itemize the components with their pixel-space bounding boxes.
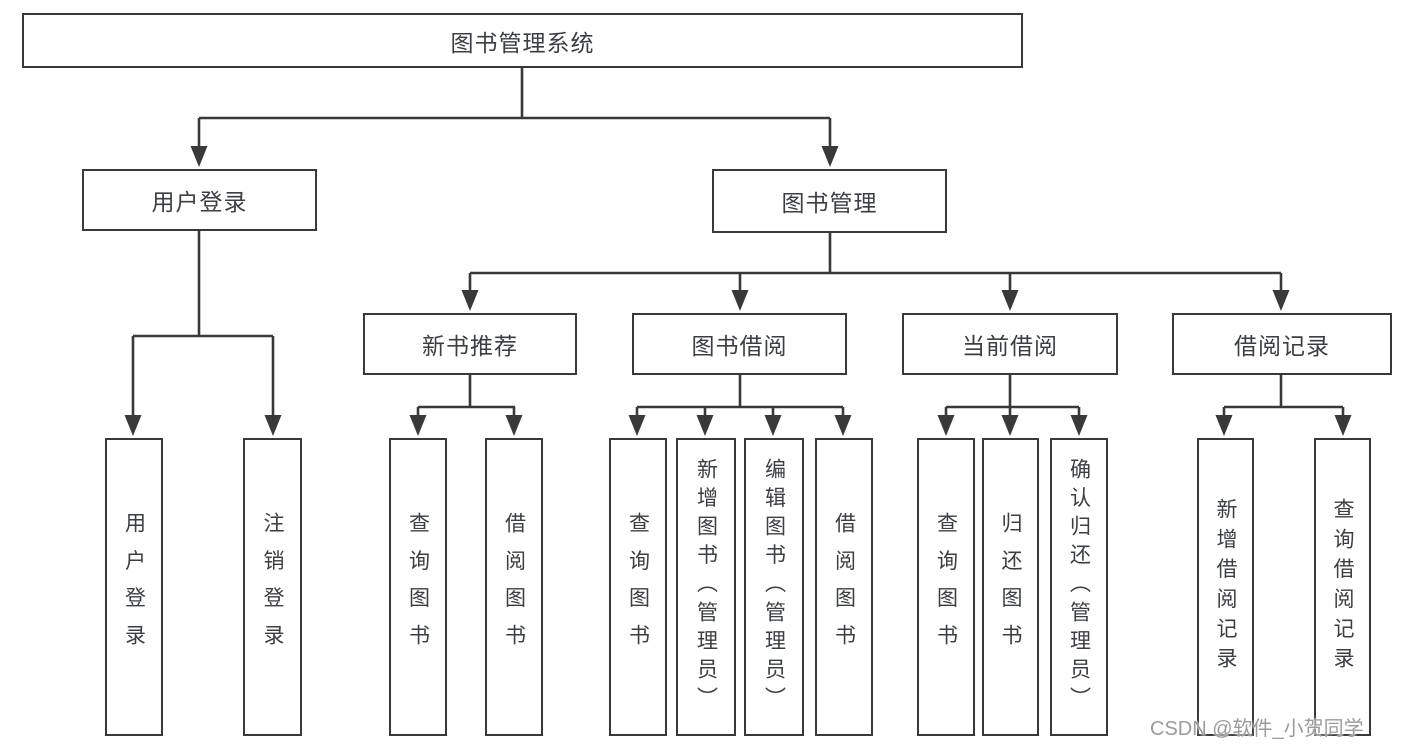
- leaf-label: 查询图书: [406, 512, 430, 662]
- leaf-label: 归还图书: [999, 512, 1022, 662]
- leaf-confirm-return-admin: 确认归还（管理员）: [1050, 438, 1108, 736]
- node-book-borrow: 图书借阅: [632, 313, 847, 375]
- leaf-add-books-admin: 新增图书（管理员）: [676, 438, 736, 736]
- leaf-edit-books-admin: 编辑图书（管理员）: [744, 438, 804, 736]
- csdn-watermark: CSDN @软件_小贺同学: [1150, 718, 1364, 740]
- arrow-down-icon: [628, 415, 646, 436]
- leaf-label: 借阅图书: [502, 512, 526, 662]
- arrow-down-icon: [764, 415, 782, 436]
- arrow-down-icon: [1272, 290, 1290, 311]
- leaf-label: 用户登录: [122, 512, 146, 662]
- leaf-label: 查询图书: [626, 512, 650, 662]
- arrow-down-icon: [937, 415, 955, 436]
- leaf-borrow-books-2: 借阅图书: [815, 438, 873, 736]
- leaf-query-borrow-record: 查询借阅记录: [1314, 438, 1371, 736]
- arrow-down-icon: [264, 415, 282, 436]
- leaf-query-books-2: 查询图书: [609, 438, 667, 736]
- leaf-borrow-books-1: 借阅图书: [485, 438, 543, 736]
- node-user-login: 用户登录: [82, 169, 317, 231]
- arrow-down-icon: [1215, 415, 1233, 436]
- leaf-label: 注销登录: [261, 512, 284, 662]
- leaf-query-books-3: 查询图书: [917, 438, 975, 736]
- leaf-label: 新增借阅记录: [1214, 497, 1237, 677]
- arrow-down-icon: [190, 146, 208, 167]
- tree-lines: [131, 68, 1345, 417]
- leaf-label: 借阅图书: [832, 512, 856, 662]
- leaf-user-login: 用户登录: [105, 438, 163, 736]
- leaf-logout: 注销登录: [243, 438, 302, 736]
- arrow-down-icon: [696, 415, 714, 436]
- leaf-label: 新增图书（管理员）: [694, 458, 718, 716]
- leaf-add-borrow-record: 新增借阅记录: [1197, 438, 1254, 736]
- leaf-label: 编辑图书（管理员）: [762, 458, 786, 716]
- arrow-down-icon: [821, 146, 839, 167]
- node-new-book-recommend: 新书推荐: [363, 313, 577, 375]
- node-borrow-records: 借阅记录: [1172, 313, 1392, 375]
- arrow-down-icon: [409, 415, 427, 436]
- arrow-down-icon: [124, 415, 142, 436]
- node-root: 图书管理系统: [22, 13, 1023, 68]
- arrow-down-icon: [834, 415, 852, 436]
- arrow-down-icon: [1334, 415, 1352, 436]
- leaf-label: 查询图书: [934, 512, 958, 662]
- arrow-down-icon: [505, 415, 523, 436]
- arrowheads: [124, 146, 1352, 436]
- leaf-label: 确认归还（管理员）: [1067, 458, 1091, 716]
- arrow-down-icon: [461, 290, 479, 311]
- leaf-label: 查询借阅记录: [1331, 497, 1354, 677]
- arrow-down-icon: [1001, 415, 1019, 436]
- node-current-borrow: 当前借阅: [902, 313, 1118, 375]
- arrow-down-icon: [731, 290, 749, 311]
- node-book-management: 图书管理: [712, 169, 947, 233]
- arrow-down-icon: [1001, 290, 1019, 311]
- arrow-down-icon: [1070, 415, 1088, 436]
- leaf-query-books-1: 查询图书: [389, 438, 447, 736]
- leaf-return-books: 归还图书: [982, 438, 1039, 736]
